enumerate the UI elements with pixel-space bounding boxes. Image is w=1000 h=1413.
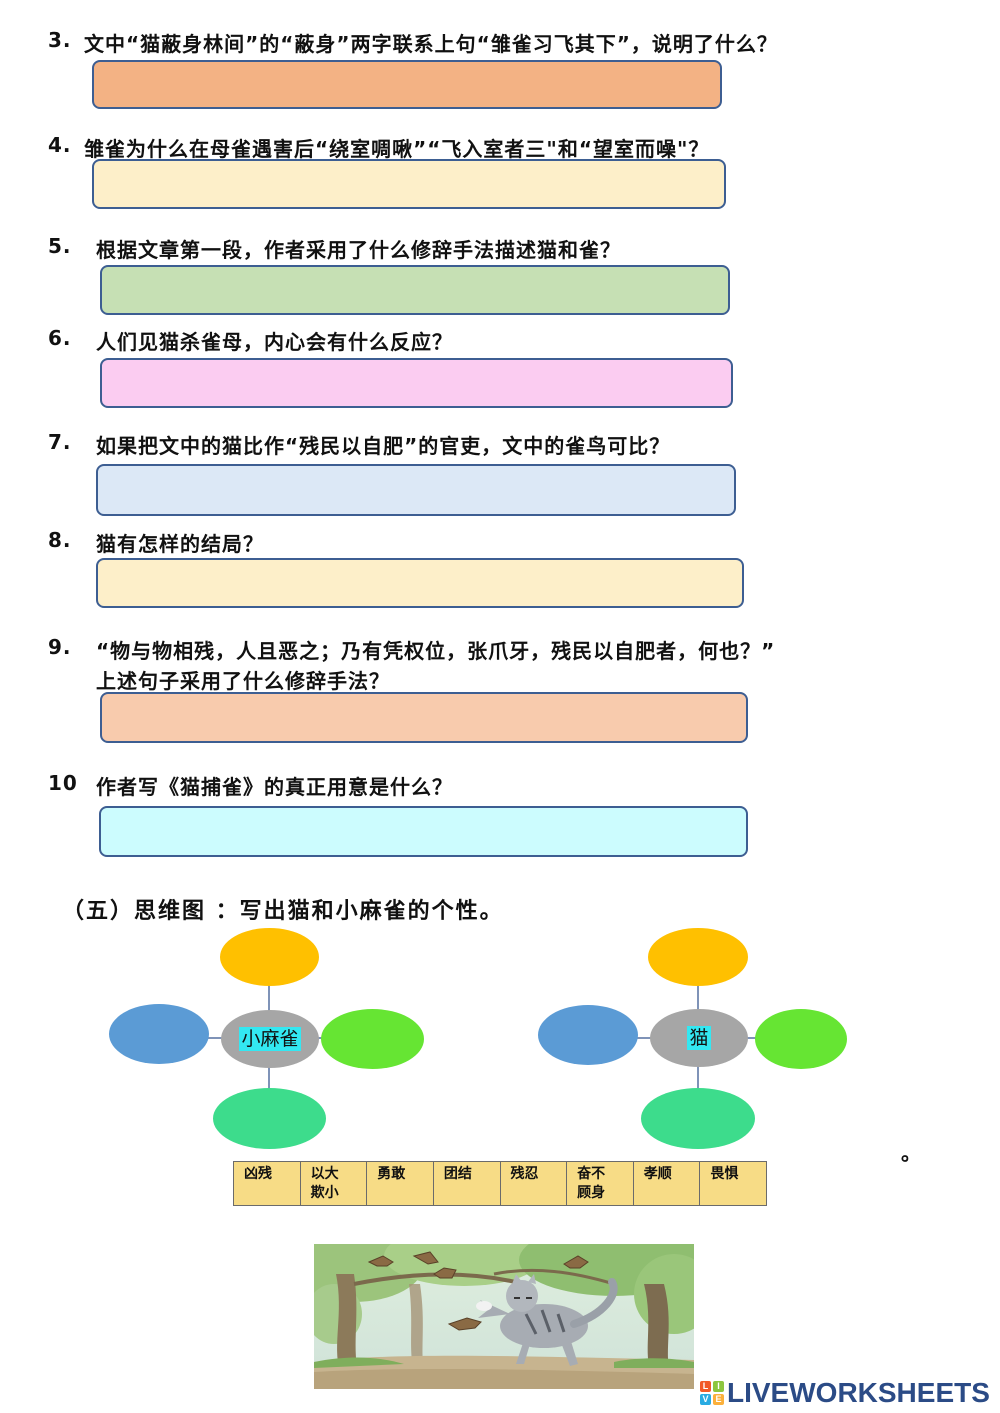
question-number: 4. xyxy=(48,133,72,157)
trait-oval-bottom[interactable] xyxy=(641,1088,755,1149)
connector-bottom xyxy=(268,1066,270,1090)
question-number: 9. xyxy=(48,635,72,659)
trait-oval-left[interactable] xyxy=(109,1004,209,1064)
trait-oval-right[interactable] xyxy=(755,1009,847,1069)
word-bank-cell[interactable]: 以大 欺小 xyxy=(299,1161,368,1206)
illustration-svg xyxy=(314,1244,694,1389)
connector-bottom xyxy=(697,1066,699,1090)
answer-box-7[interactable] xyxy=(96,464,736,516)
cat-figure xyxy=(476,1274,618,1366)
question-text: 人们见猫杀雀母，内心会有什么反应？ xyxy=(96,330,453,354)
liveworksheets-logo-icon: L I V E xyxy=(700,1381,724,1405)
liveworksheets-logo: L I V E LIVEWORKSHEETS xyxy=(700,1377,990,1408)
center-node-sparrow: 小麻雀 xyxy=(221,1010,319,1068)
connector-left xyxy=(636,1037,652,1039)
question-text: 如果把文中的猫比作“残民以自肥”的官吏，文中的雀鸟可比？ xyxy=(96,434,671,458)
question-text: 根据文章第一段，作者采用了什么修辞手法描述猫和雀？ xyxy=(96,238,621,262)
word-bank-cell[interactable]: 孝顺 xyxy=(632,1161,701,1206)
trait-oval-left[interactable] xyxy=(538,1005,638,1065)
question-text: 文中“猫蔽身林间”的“蔽身”两字联系上句“雏雀习飞其下”，说明了什么？ xyxy=(84,32,778,56)
center-node-cat: 猫 xyxy=(650,1009,748,1067)
question-number: 5. xyxy=(48,234,72,258)
stray-mark: 。 xyxy=(901,1141,921,1165)
word-bank-cell[interactable]: 畏惧 xyxy=(699,1161,767,1206)
question-text: 猫有怎样的结局？ xyxy=(96,532,264,556)
trait-oval-top[interactable] xyxy=(648,928,748,986)
connector-right xyxy=(745,1037,759,1039)
question-text: “物与物相残，人且恶之；乃有凭权位，张爪牙，残民以自肥者，何也？” xyxy=(96,639,776,663)
answer-box-5[interactable] xyxy=(100,265,730,315)
word-bank: 凶残 以大 欺小 勇敢 团结 残忍 奋不 顾身 孝顺 畏惧 xyxy=(233,1161,767,1206)
question-text: 雏雀为什么在母雀遇害后“绕室啁啾”“飞入室者三"和“望室而噪"？ xyxy=(84,137,710,161)
question-text: 作者写《猫捕雀》的真正用意是什么？ xyxy=(96,775,453,799)
center-label: 猫 xyxy=(687,1026,711,1050)
word-bank-cell[interactable]: 凶残 xyxy=(233,1161,301,1206)
word-bank-cell[interactable]: 团结 xyxy=(432,1161,501,1206)
question-text-line2: 上述句子采用了什么修辞手法？ xyxy=(96,669,390,693)
question-number: 10 xyxy=(48,771,78,795)
word-bank-cell[interactable]: 残忍 xyxy=(499,1161,568,1206)
word-bank-cell[interactable]: 奋不 顾身 xyxy=(566,1161,634,1206)
trait-oval-bottom[interactable] xyxy=(213,1088,326,1149)
word-bank-cell[interactable]: 勇敢 xyxy=(366,1161,434,1206)
question-number: 3. xyxy=(48,28,72,52)
connector-top xyxy=(268,984,270,1012)
section-title: （五）思维图 ：写出猫和小麻雀的个性。 xyxy=(62,899,504,924)
cat-catching-sparrows-illustration xyxy=(314,1244,694,1389)
question-number: 8. xyxy=(48,528,72,552)
answer-box-8[interactable] xyxy=(96,558,744,608)
answer-box-3[interactable] xyxy=(92,60,722,109)
question-number: 6. xyxy=(48,326,72,350)
answer-box-4[interactable] xyxy=(92,159,726,209)
connector-top xyxy=(697,984,699,1012)
trait-oval-right[interactable] xyxy=(321,1009,424,1069)
connector-left xyxy=(206,1037,224,1039)
answer-box-10[interactable] xyxy=(99,806,748,857)
answer-box-9[interactable] xyxy=(100,692,748,743)
answer-box-6[interactable] xyxy=(100,358,733,408)
trait-oval-top[interactable] xyxy=(220,928,319,986)
liveworksheets-wordmark: LIVEWORKSHEETS xyxy=(727,1377,990,1408)
question-number: 7. xyxy=(48,430,72,454)
center-label: 小麻雀 xyxy=(239,1027,301,1051)
